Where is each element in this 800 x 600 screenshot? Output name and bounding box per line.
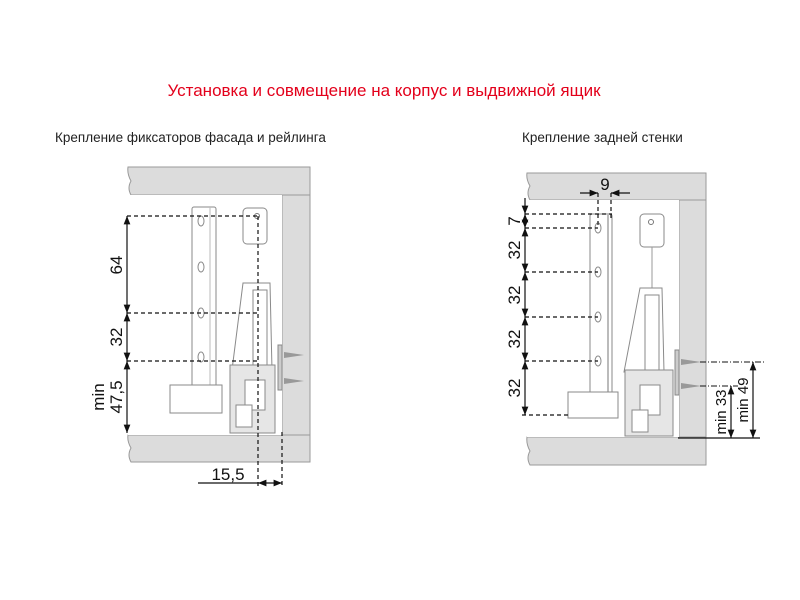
dim-min-33: min 33 [713,389,730,434]
dim-32-c: 32 [505,330,524,349]
dim-47-5: 47,5 [107,380,126,413]
dim-15-5: 15,5 [211,465,244,484]
dim-32: 32 [107,328,126,347]
dim-32-b: 32 [505,286,524,305]
cabinet-bottom [526,436,707,466]
dim-9: 9 [600,175,609,194]
fixator-block [242,207,268,245]
dim-64: 64 [107,256,126,275]
fixator-block [639,213,665,248]
dim-32-a: 32 [505,241,524,260]
screw-icon [277,344,304,391]
dim-32-d: 32 [505,379,524,398]
cabinet-top [526,172,707,201]
diagram-title: Установка и совмещение на корпус и выдви… [167,81,601,100]
left-caption: Крепление фиксаторов фасада и рейлинга [55,130,326,145]
cabinet-side [281,194,311,436]
cabinet-top [127,166,311,196]
cabinet-bottom [127,434,311,463]
right-caption: Крепление задней стенки [522,130,683,145]
left-panel: Крепление фиксаторов фасада и рейлинга [55,130,326,487]
dim-min-label: min [89,383,108,410]
cabinet-side [678,199,707,438]
drawer-bottom [169,384,223,414]
drawer-bottom [567,391,619,419]
dim-7: 7 [505,216,524,225]
screw-icon [674,349,701,396]
right-panel: Крепление задней стенки [505,130,765,466]
drawer-front-plate [191,206,217,388]
dim-min-49: min 49 [735,377,752,422]
